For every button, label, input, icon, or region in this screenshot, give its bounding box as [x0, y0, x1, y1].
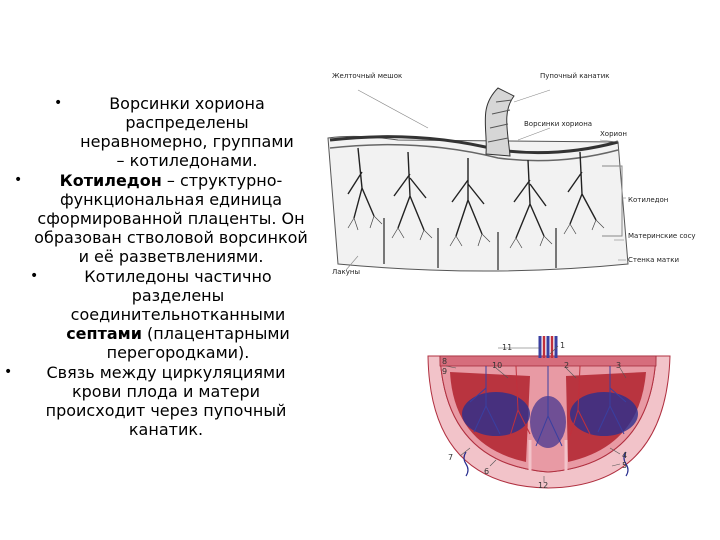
bullet-text: (плацентарными перегородками).: [106, 324, 290, 362]
bullet-dot-icon: •: [4, 364, 13, 380]
bullet-dot-icon: •: [14, 172, 23, 188]
num-9: 9: [442, 367, 447, 376]
bullet-item: • Котиледон – структурно-функциональная …: [4, 171, 310, 266]
bullet-dot-icon: •: [54, 95, 63, 111]
num-11: 11: [502, 343, 512, 352]
num-2: 2: [564, 361, 569, 370]
label-chorion: Хорион: [600, 130, 627, 138]
bullet-list: • Ворсинки хориона распределены неравном…: [4, 94, 310, 440]
num-8: 8: [442, 357, 447, 366]
label-cotyledon: Котиледон: [628, 196, 668, 204]
num-4: 4: [622, 451, 627, 460]
placenta-circulation-figure: 11 1 8 9 10 2 3 4 5 7 6 12: [427, 336, 671, 490]
label-umbilical-cord: Пупочный канатик: [540, 72, 610, 80]
bullet-text: – структурно-функциональная единица сфор…: [34, 171, 308, 266]
num-10: 10: [492, 361, 502, 370]
num-12: 12: [538, 481, 548, 490]
num-6: 6: [484, 467, 489, 476]
label-yolk-sac: Желточный мешок: [332, 72, 402, 80]
num-5: 5: [622, 461, 627, 470]
label-chorionic-villi: Ворсинки хориона: [524, 120, 592, 128]
bullet-item: • Ворсинки хориона распределены неравном…: [4, 94, 310, 170]
label-maternal-vessels: Материнские сосуды: [628, 232, 696, 240]
placenta-section-figure: Желточный мешок Пупочный канатик Ворсинк…: [327, 72, 696, 276]
bullet-item: • Связь между циркуляциями крови плода и…: [4, 363, 310, 439]
num-7: 7: [448, 453, 453, 462]
bullet-text: Котиледоны частично разделены соединител…: [70, 267, 286, 324]
num-3: 3: [616, 361, 621, 370]
term-septa: септами: [66, 324, 142, 343]
bullet-item: • Котиледоны частично разделены соединит…: [4, 267, 310, 362]
label-lacunae: Лакуны: [332, 268, 360, 276]
term-cotyledon: Котиледон: [59, 171, 162, 190]
bullet-text: Связь между циркуляциями крови плода и м…: [45, 363, 287, 439]
num-1: 1: [560, 341, 565, 350]
bullet-dot-icon: •: [30, 268, 39, 284]
label-uterine-wall: Стенка матки: [628, 256, 679, 264]
bullet-text: Ворсинки хориона распределены неравномер…: [80, 94, 294, 170]
